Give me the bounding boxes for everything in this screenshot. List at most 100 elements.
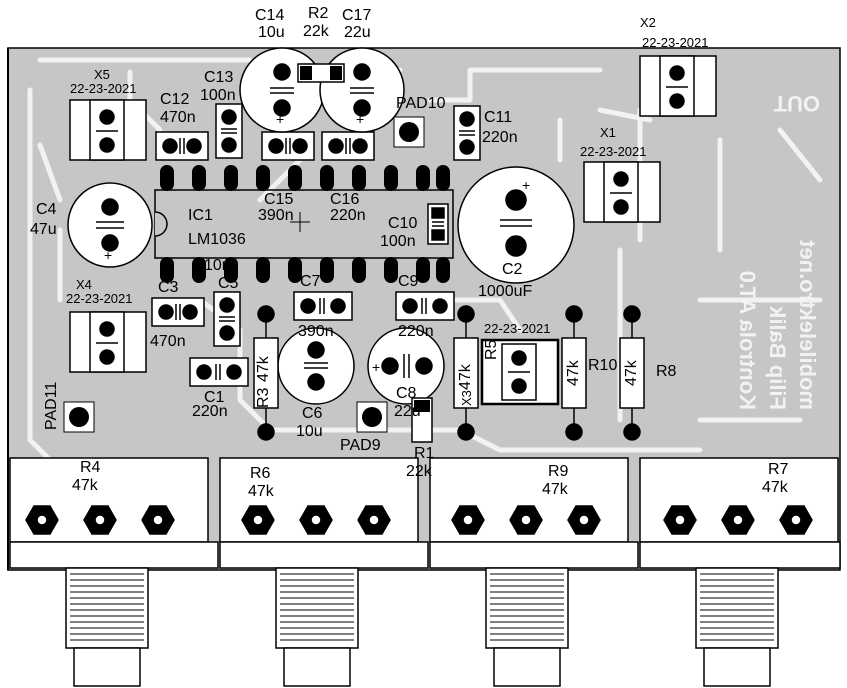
svg-text:+: + <box>104 247 112 263</box>
cap-c13 <box>215 103 243 159</box>
silk-line2: Filip Balik <box>765 305 790 410</box>
label-x4-date: 22-23-2021 <box>66 291 133 306</box>
label-c17-value: 22u <box>344 24 371 41</box>
label-ic1-extra: 10n <box>204 257 231 274</box>
label-c11-value: 220n <box>482 129 518 146</box>
cap-c9 <box>395 291 455 321</box>
label-c14-value: 10u <box>258 24 285 41</box>
label-c15-ref: C15 <box>264 191 294 208</box>
label-r2-ref: R2 <box>308 5 329 22</box>
cap-c15 <box>261 131 315 161</box>
resistor-r8 <box>619 305 645 441</box>
label-pad10: PAD10 <box>396 95 446 112</box>
label-c2-value: 1000uF <box>478 283 533 300</box>
label-c3-ref: C3 <box>158 279 179 296</box>
ceramic-caps <box>151 103 481 387</box>
svg-text:+: + <box>356 111 364 127</box>
label-c16-ref: C16 <box>330 191 360 208</box>
label-c14-ref: C14 <box>255 7 285 24</box>
label-x1-ref: X1 <box>600 125 616 140</box>
label-r2-value: 22k <box>303 23 329 40</box>
label-r8-ref: R8 <box>656 363 677 380</box>
label-c2-ref: C2 <box>502 261 523 278</box>
pot-r4 <box>9 457 219 687</box>
label-r7-value: 47k <box>762 479 788 496</box>
label-c3-value: 470n <box>150 333 186 350</box>
terminal-x4 <box>69 311 147 373</box>
resistor-r3 <box>253 305 279 441</box>
cap-c7 <box>293 291 353 321</box>
label-x3-date: 22-23-2021 <box>484 321 551 336</box>
label-c8-ref: C8 <box>396 385 417 402</box>
polarity-marks: + + + + + <box>104 111 530 375</box>
label-r8-value: 47k <box>623 360 640 386</box>
label-x5-ref: X5 <box>94 67 110 82</box>
label-c17-ref: C17 <box>342 7 372 24</box>
label-x3-ref: X3 <box>459 390 474 406</box>
label-c15-value: 390n <box>258 207 294 224</box>
label-r10-ref: R10 <box>588 357 618 374</box>
potentiometers <box>9 457 841 687</box>
pot-r6 <box>219 457 429 687</box>
label-x4-ref: X4 <box>76 277 92 292</box>
label-r10-value: 47k <box>565 360 582 386</box>
label-r3-ref: R3 <box>255 387 272 408</box>
label-c16-value: 220n <box>330 207 366 224</box>
label-r9-value: 47k <box>542 481 568 498</box>
label-r4-value: 47k <box>72 477 98 494</box>
label-c13-value: 100n <box>200 87 236 104</box>
label-r4-ref: R4 <box>80 459 101 476</box>
silk-out-text: OUT <box>773 91 820 116</box>
cap-c11 <box>453 105 481 161</box>
label-r1-ref: R1 <box>414 445 435 462</box>
resistor-r2 <box>297 63 345 83</box>
label-x2-date: 22-23-2021 <box>642 35 709 50</box>
label-ic1-part: LM1036 <box>188 231 246 248</box>
cap-c8 <box>367 327 445 405</box>
silk-mirror-text: OUT Kontrola AT.0 Filip Balik mobilelekt… <box>735 91 820 410</box>
label-c4-ref: C4 <box>36 201 57 218</box>
label-c8-value: 22u <box>394 403 421 420</box>
label-c7-value: 390n <box>298 323 334 340</box>
label-r1-value: 22k <box>406 463 432 480</box>
label-c5-ref: C5 <box>218 275 239 292</box>
label-c4-value: 47u <box>30 221 57 238</box>
label-c12-ref: C12 <box>160 91 190 108</box>
resistor-r1 <box>411 397 433 443</box>
cap-c5 <box>213 291 241 347</box>
resistor-r10 <box>561 305 587 441</box>
label-pad11: PAD11 <box>43 381 60 430</box>
svg-text:+: + <box>372 359 380 375</box>
label-c13-ref: C13 <box>204 69 234 86</box>
label-c12-value: 470n <box>160 109 196 126</box>
label-ic1-ref: IC1 <box>188 207 213 224</box>
label-c1-value: 220n <box>192 403 228 420</box>
resistor-r5 <box>453 305 479 441</box>
terminal-blocks <box>69 55 717 406</box>
svg-text:+: + <box>276 111 284 127</box>
terminal-x3 <box>480 338 560 406</box>
label-c11-ref: C11 <box>484 109 513 126</box>
label-x5-date: 22-23-2021 <box>70 81 137 96</box>
label-c6-ref: C6 <box>302 405 323 422</box>
terminal-x2 <box>639 55 717 117</box>
terminal-x1 <box>583 161 661 223</box>
label-c10-ref: C10 <box>388 215 418 232</box>
label-c10-value: 100n <box>380 233 416 250</box>
label-r9-ref: R9 <box>548 463 569 480</box>
svg-text:+: + <box>522 177 530 193</box>
label-c1-ref: C1 <box>204 389 225 406</box>
silk-line1: Kontrola AT.0 <box>735 271 760 410</box>
label-r7-ref: R7 <box>768 461 789 478</box>
terminal-x5 <box>69 99 147 161</box>
label-r3-value: 47k <box>255 356 272 382</box>
cap-c10 <box>427 203 449 245</box>
electrolytic-caps <box>67 47 575 405</box>
label-c6-value: 10u <box>296 423 323 440</box>
pot-r9 <box>429 457 639 687</box>
cap-c4 <box>67 182 153 268</box>
pot-r7 <box>639 457 841 687</box>
label-pad9: PAD9 <box>340 437 381 454</box>
